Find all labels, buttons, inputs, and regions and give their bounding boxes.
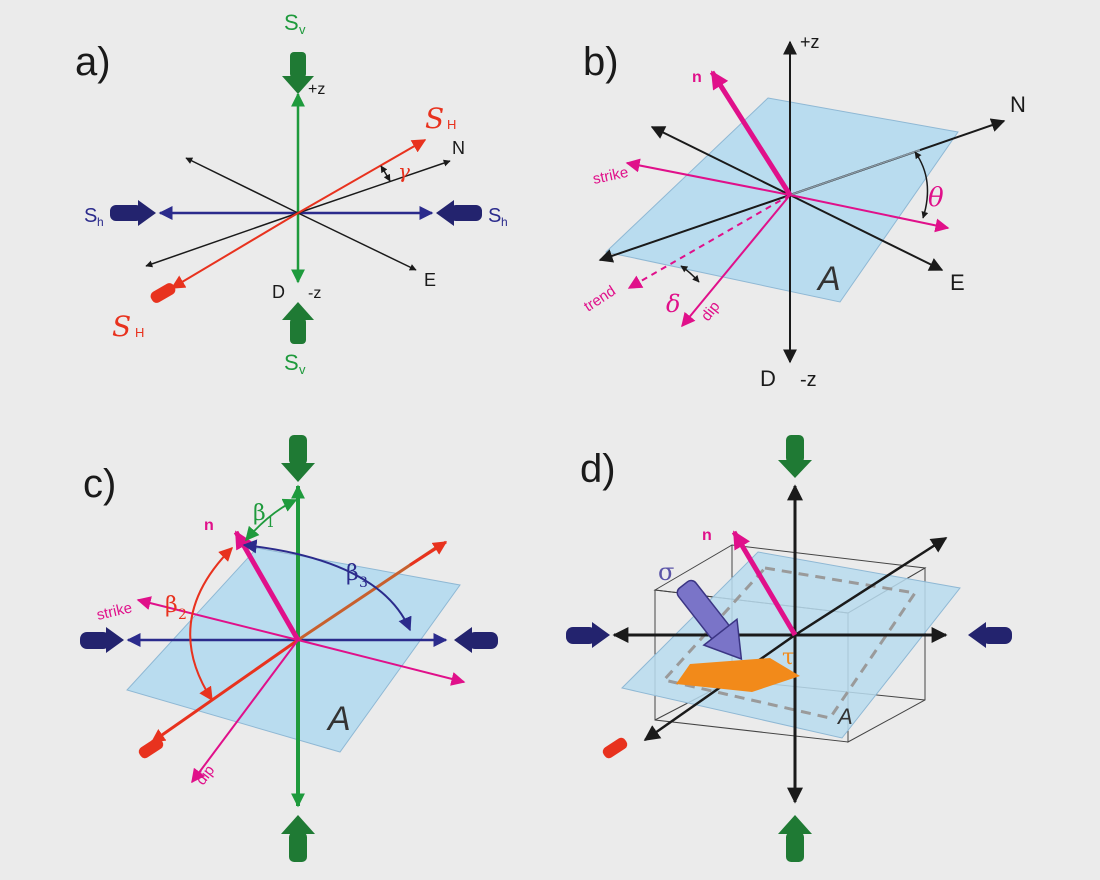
panel-a-sH-bottom-label: S	[112, 310, 131, 343]
panel-b-east-axis	[789, 194, 944, 271]
panel-c-beta1-label: β	[253, 501, 266, 526]
panel-a-d-label: D	[272, 282, 285, 302]
panel-b-theta-label: θ	[928, 183, 944, 213]
panel-d-sigma-arrow	[676, 579, 743, 661]
sh-left-block-arrow	[110, 200, 156, 226]
panel-d-normal-label: n	[702, 527, 712, 544]
panel-a-south-axis	[145, 212, 299, 268]
panel-c-dip-label: dip	[193, 762, 219, 788]
panel-c-plane-label: A	[326, 700, 351, 738]
panel-d-tau-label: τ	[782, 645, 794, 670]
panel-b-east-label: E	[950, 270, 965, 295]
panel-b-delta-label: δ	[666, 290, 680, 318]
panel-b-strike-axis-left	[625, 158, 791, 196]
panel-b-label: b)	[583, 40, 619, 84]
panel-c-strike-axis-right	[297, 639, 466, 686]
panel-c-label: c)	[83, 462, 116, 506]
panel-b-south-axis	[598, 194, 791, 263]
c-sH-block-arrow	[138, 737, 164, 759]
d-right-block-arrow	[968, 622, 1012, 648]
panel-c-beta1-sub: 1	[266, 515, 275, 531]
panel-a-minus-z-label: -z	[308, 285, 321, 302]
panel-a-sh-right-sub: h	[501, 215, 508, 229]
panel-b-strike-label: strike	[591, 164, 630, 188]
panel-a-west-axis	[185, 157, 299, 214]
panel-a-sh-left-sub: h	[97, 215, 104, 229]
panel-b-strike-projection	[789, 149, 921, 196]
panel-c-fault-plane	[126, 547, 461, 753]
panel-a: a)	[75, 10, 508, 377]
panel-a-sH-axis-top	[297, 139, 427, 214]
c-right-block-arrow	[454, 627, 498, 653]
panel-a-gamma-arc	[380, 165, 391, 182]
panel-a-sv-bottom-sub: v	[299, 362, 306, 377]
panel-a-gamma-label: γ	[398, 159, 410, 183]
d-sH-block-arrow	[602, 737, 628, 759]
panel-d-plane-label: A	[836, 704, 853, 729]
panel-b-trend-label: trend	[581, 282, 619, 315]
panel-b-theta-arc	[914, 151, 929, 219]
d-bottom-block-arrow	[778, 815, 812, 862]
panel-a-sh-left-label: S	[84, 205, 97, 227]
panel-a-north-axis	[297, 159, 451, 214]
panel-c: c)	[80, 435, 498, 862]
sH-bottom-block-arrow	[150, 283, 176, 303]
panel-a-sH-top-label: S	[425, 102, 444, 135]
panel-c-strike-label: strike	[95, 599, 134, 624]
panel-c-beta3-label: β	[346, 561, 359, 586]
panel-d: d)	[566, 435, 1012, 862]
panel-b-dip-axis	[681, 194, 791, 328]
panel-c-beta3-sub: 3	[359, 575, 368, 591]
panel-c-dip-axis	[191, 639, 299, 784]
panel-d-y-axis-top	[794, 536, 948, 637]
d-left-block-arrow	[566, 622, 610, 648]
panel-c-normal-label: n	[204, 517, 214, 534]
panel-b-fault-plane	[604, 97, 959, 303]
panel-d-tau-patch	[676, 658, 800, 692]
panel-c-beta2-label: β	[165, 593, 178, 618]
panel-b-d-label: D	[760, 366, 776, 391]
panel-d-label: d)	[580, 447, 616, 491]
panel-a-sv-top-label: S	[284, 10, 299, 35]
panel-b-trend-axis	[627, 194, 791, 289]
panel-b-minus-z-label: -z	[800, 369, 817, 391]
panel-b-west-axis	[650, 126, 791, 196]
panel-a-sH-top-sub: H	[447, 117, 456, 132]
panel-a-north-label: N	[452, 138, 465, 158]
panel-a-sv-bottom-label: S	[284, 350, 299, 375]
c-left-block-arrow	[80, 627, 124, 653]
panel-b-plus-z-label: +z	[800, 32, 820, 52]
panel-b-delta-arc	[680, 265, 700, 283]
sh-right-block-arrow	[436, 200, 482, 226]
panel-c-beta2-arc	[189, 547, 233, 702]
c-top-block-arrow	[281, 435, 315, 482]
panel-a-sh-right-label: S	[488, 205, 501, 227]
panel-d-sigma-label: σ	[658, 558, 674, 586]
panel-b: b) +z -z D N E n strike trend dip θ δ A	[581, 32, 1026, 391]
panel-b-strike-axis-right	[789, 194, 950, 233]
sv-bottom-block-arrow	[282, 302, 314, 344]
panel-a-label: a)	[75, 40, 111, 84]
panel-c-beta1-arc	[245, 498, 298, 542]
panel-a-sv-top-sub: v	[299, 22, 306, 37]
panel-b-normal-label: n	[692, 69, 702, 86]
panel-a-east-label: E	[424, 270, 436, 290]
panel-c-beta2-sub: 2	[178, 607, 187, 623]
panel-a-plus-z-label: +z	[308, 81, 325, 98]
c-bottom-block-arrow	[281, 815, 315, 862]
panel-d-fault-plane	[621, 551, 961, 739]
panel-a-sH-bottom-sub: H	[135, 325, 144, 340]
sv-top-block-arrow	[282, 52, 314, 94]
panel-b-north-label: N	[1010, 92, 1026, 117]
panel-a-east-axis	[297, 212, 417, 271]
panel-d-normal-vector	[731, 530, 798, 637]
panel-a-sH-axis-bottom	[170, 212, 299, 289]
panel-c-sH-axis-top	[409, 540, 448, 567]
d-top-block-arrow	[778, 435, 812, 478]
panel-b-plane-label: A	[816, 260, 841, 298]
panel-c-beta3-arc	[242, 539, 412, 632]
panel-b-normal-vector	[709, 70, 793, 197]
